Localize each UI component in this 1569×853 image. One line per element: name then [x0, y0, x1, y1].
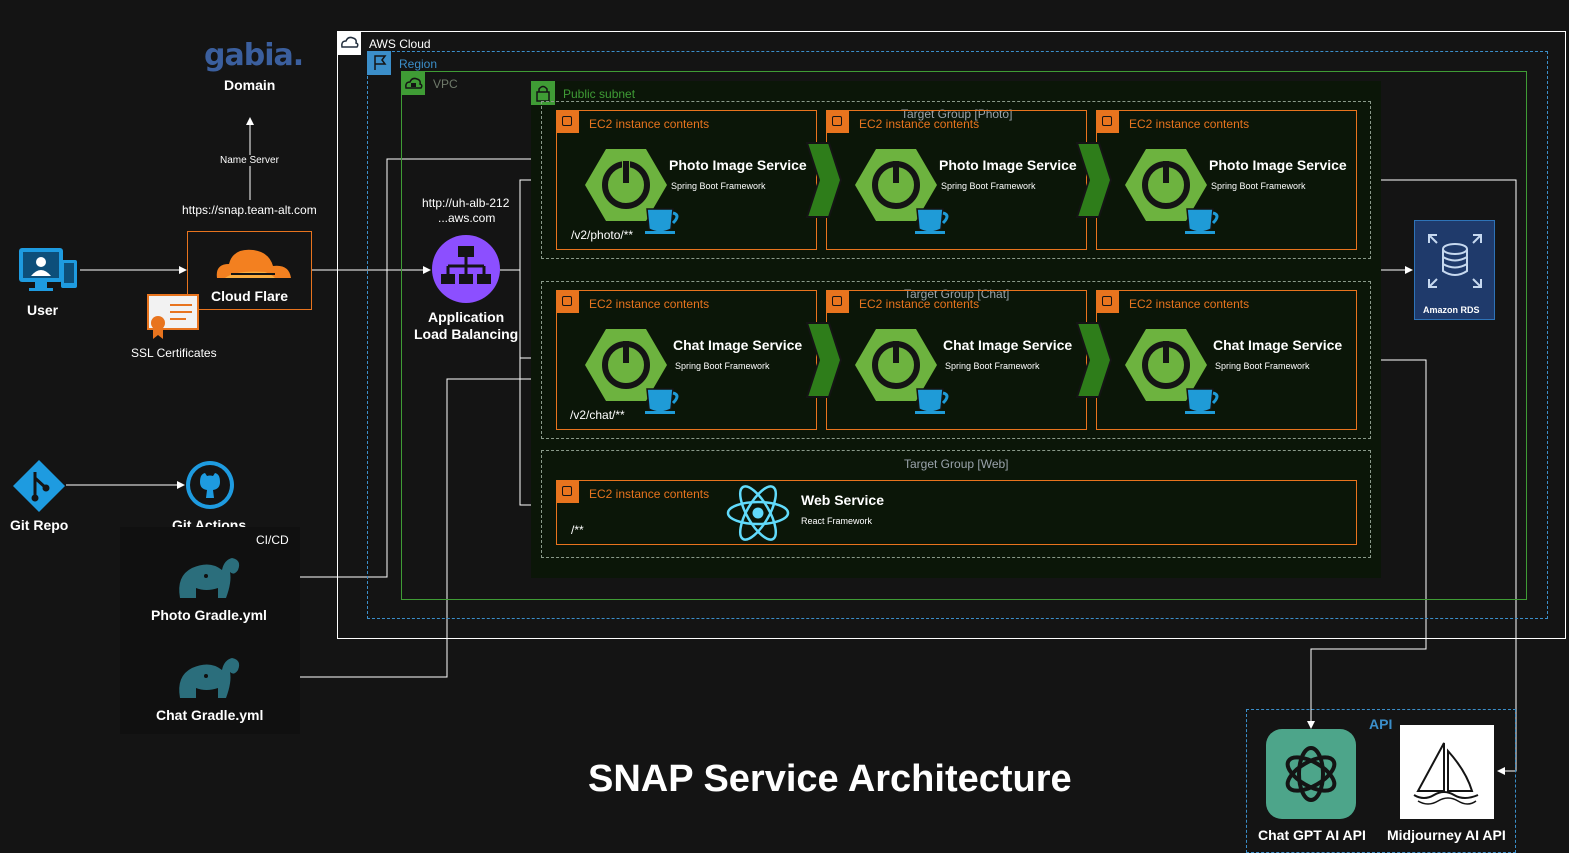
web-route-path: /** [571, 523, 584, 537]
midjourney-label: Midjourney AI API [1387, 827, 1506, 843]
chatgpt-icon[interactable] [1266, 729, 1356, 819]
vpc-frame [401, 71, 1527, 600]
photo-ec2-1[interactable]: EC2 instance contents Photo Image Servic… [556, 110, 817, 250]
alb-url-line2: ...aws.com [438, 211, 496, 225]
cicd-panel [120, 527, 300, 734]
ec2-title: EC2 instance contents [1129, 297, 1250, 311]
name-server-label: Name Server [218, 155, 281, 166]
ec2-chip-icon [827, 291, 849, 313]
rds-database-icon [1428, 234, 1482, 288]
ec2-title: EC2 instance contents [859, 297, 980, 311]
service-framework: Spring Boot Framework [671, 181, 766, 191]
service-framework: React Framework [801, 516, 873, 526]
rds-label: Amazon RDS [1423, 305, 1480, 315]
page-title: SNAP Service Architecture [588, 758, 1072, 800]
spring-boot-icon [1125, 149, 1219, 234]
public-subnet-frame [531, 81, 1381, 578]
public-subnet-label: Public subnet [563, 87, 636, 101]
target-group-chat [541, 281, 1371, 439]
alb-label-line2: Load Balancing [414, 326, 519, 342]
api-group-label: API [1369, 716, 1393, 732]
user-label: User [27, 302, 59, 318]
chevron-arrow-icon [805, 142, 843, 218]
web-ec2[interactable]: EC2 instance contents Web Service React … [556, 480, 1357, 545]
alb-url-line1: http://uh-alb-212 [422, 196, 510, 210]
photo-ec2-3[interactable]: EC2 instance contents Photo Image Servic… [1096, 110, 1357, 250]
git-repo-icon [13, 460, 65, 512]
spring-boot-icon [585, 149, 679, 234]
region-label: Region [399, 57, 438, 71]
chevron-arrow-icon [805, 322, 843, 398]
gradle-elephant-icon [176, 554, 242, 600]
chevron-arrow-icon [1075, 142, 1113, 218]
cicd-label: CI/CD [256, 533, 289, 547]
service-name: Web Service [801, 492, 885, 508]
ec2-chip-icon [827, 111, 849, 133]
region-frame [367, 51, 1548, 619]
gradle-elephant-icon [176, 654, 242, 700]
service-name: Photo Image Service [1209, 157, 1347, 173]
chat-route-path: /v2/chat/** [570, 408, 625, 422]
cloudflare-box: Cloud Flare [187, 231, 312, 310]
service-framework: Spring Boot Framework [945, 361, 1040, 371]
service-name: Photo Image Service [939, 157, 1077, 173]
photo-ec2-2[interactable]: EC2 instance contents Photo Image Servic… [826, 110, 1087, 250]
vpc-icon [401, 71, 425, 95]
chat-ec2-1[interactable]: EC2 instance contents Chat Image Service… [556, 290, 817, 430]
github-icon [185, 460, 235, 510]
gabia-logo: gabia. [204, 38, 304, 73]
cloudflare-icon [216, 249, 291, 278]
chevron-arrow-icon [1075, 322, 1113, 398]
service-name: Photo Image Service [669, 157, 807, 173]
service-name: Chat Image Service [943, 337, 1073, 353]
chatgpt-label: Chat GPT AI API [1258, 827, 1366, 843]
ssl-label: SSL Certificates [131, 346, 217, 360]
ec2-title: EC2 instance contents [589, 487, 710, 501]
spring-boot-icon [855, 149, 949, 234]
domain-label: Domain [224, 77, 276, 93]
region-flag-icon [367, 51, 391, 75]
service-name: Chat Image Service [1213, 337, 1343, 353]
photo-route-path: /v2/photo/** [571, 228, 634, 242]
ec2-chip-icon [1097, 291, 1119, 313]
react-icon [726, 485, 790, 541]
service-framework: Spring Boot Framework [675, 361, 770, 371]
ec2-chip-icon [557, 481, 579, 503]
alb-label-line1: Application [428, 309, 505, 325]
service-name: Chat Image Service [673, 337, 803, 353]
ec2-title: EC2 instance contents [589, 297, 710, 311]
ec2-chip-icon [557, 111, 579, 133]
cloudflare-label: Cloud Flare [211, 288, 289, 304]
aws-cloud-label: AWS Cloud [369, 37, 431, 51]
ec2-chip-icon [557, 291, 579, 313]
vpc-label: VPC [433, 77, 458, 91]
service-framework: Spring Boot Framework [941, 181, 1036, 191]
chat-gradle-label: Chat Gradle.yml [156, 707, 264, 723]
ec2-chip-icon [1097, 111, 1119, 133]
rds-box[interactable]: Amazon RDS [1414, 220, 1495, 320]
ec2-title: EC2 instance contents [859, 117, 980, 131]
chat-ec2-2[interactable]: EC2 instance contents Chat Image Service… [826, 290, 1087, 430]
target-group-web-label: Target Group [Web] [904, 457, 1009, 471]
ec2-title: EC2 instance contents [589, 117, 710, 131]
service-framework: Spring Boot Framework [1215, 361, 1310, 371]
alb-icon[interactable] [431, 234, 501, 304]
site-url: https://snap.team-alt.com [182, 203, 317, 217]
spring-boot-icon [585, 329, 679, 414]
target-group-web [541, 450, 1371, 558]
ssl-certificate-icon [146, 293, 200, 341]
service-framework: Spring Boot Framework [1211, 181, 1306, 191]
spring-boot-icon [1125, 329, 1219, 414]
aws-cloud-icon [337, 31, 361, 55]
photo-gradle-label: Photo Gradle.yml [151, 607, 267, 623]
midjourney-icon[interactable] [1400, 725, 1494, 819]
chat-ec2-3[interactable]: EC2 instance contents Chat Image Service… [1096, 290, 1357, 430]
aws-cloud-frame [337, 31, 1566, 639]
spring-boot-icon [855, 329, 949, 414]
git-repo-label: Git Repo [10, 517, 69, 533]
ec2-title: EC2 instance contents [1129, 117, 1250, 131]
target-group-photo [541, 101, 1371, 259]
user-icon [17, 246, 79, 294]
